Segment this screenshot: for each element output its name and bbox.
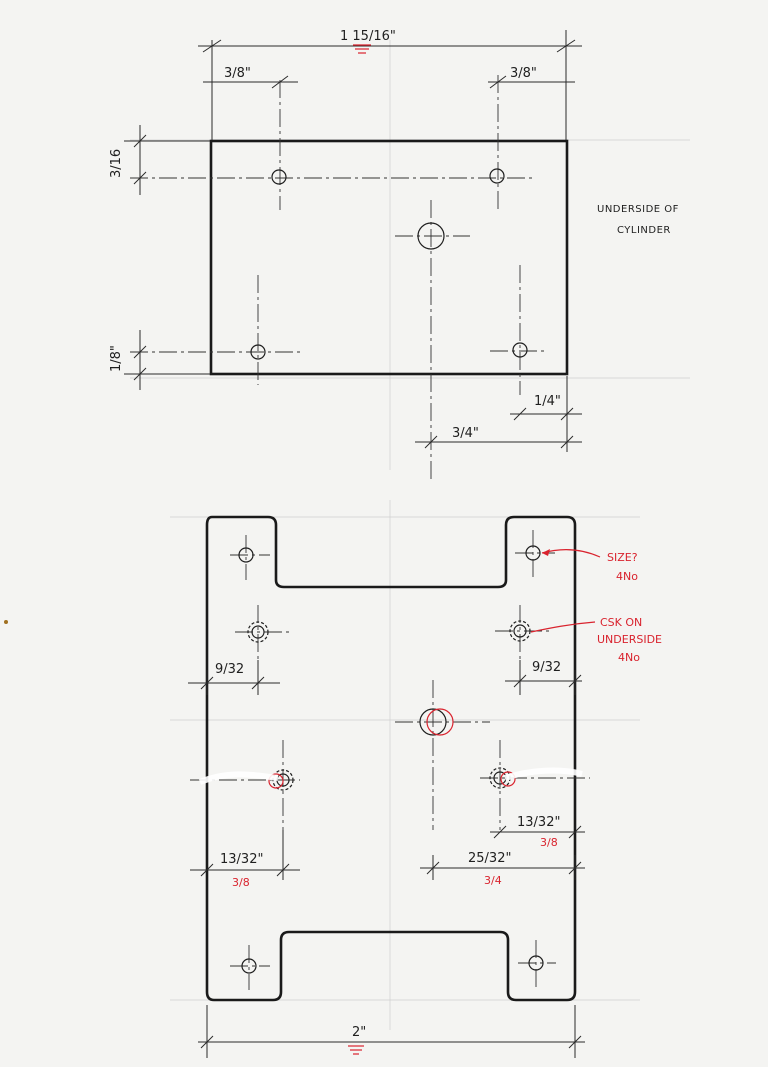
csk-ring-top-right — [509, 620, 531, 642]
note-csk-line2: UNDERSIDE — [597, 633, 662, 646]
note-size-line1: SIZE? — [607, 551, 638, 564]
dim-right-lower-large: 25/32" — [468, 851, 511, 866]
paper-mark — [4, 620, 8, 624]
dim-left-lower: 13/32" — [220, 852, 263, 867]
dim-overall-width-bottom: 2" — [352, 1025, 366, 1040]
csk-ring-top-left — [247, 621, 269, 643]
hole-corner-top-right — [525, 545, 541, 561]
dim-right-lower-small: 13/32" — [517, 815, 560, 830]
dim-left-bottom: 1/8" — [109, 345, 124, 372]
note-underside-line2: CYLINDER — [617, 225, 671, 236]
center-hole — [419, 708, 447, 736]
dim-left-offset: 3/8" — [224, 66, 251, 81]
mounting-hole-bottom-left — [250, 344, 266, 360]
dim-right-bottom-large: 3/4" — [452, 426, 479, 441]
construction-lines — [130, 40, 690, 1030]
dim-right-bottom-small: 1/4" — [534, 394, 561, 409]
top-view: 1 15/16" 3/8" 3/8" 3/16 1/8" 1/4" — [109, 29, 679, 480]
cylinder-outline — [209, 139, 569, 376]
leader-size-arrow — [542, 549, 550, 556]
dim-right-lower-large-red: 3/4 — [484, 874, 502, 887]
center-hole-red-correction — [426, 708, 454, 736]
note-underside-line1: UNDERSIDE OF — [597, 204, 679, 215]
center-port-hole — [417, 222, 445, 250]
dim-right-inset: 9/32 — [532, 660, 561, 675]
dim-overall-width-top: 1 15/16" — [340, 29, 396, 44]
note-csk-line3: 4No — [618, 651, 640, 664]
hole-corner-top-left — [238, 547, 254, 563]
dim-right-offset: 3/8" — [510, 66, 537, 81]
dim-left-top: 3/16 — [109, 149, 124, 178]
mounting-hole-top-right — [489, 168, 505, 184]
hole-corner-bottom-right — [528, 955, 544, 971]
csk-hole-top-left — [251, 625, 265, 639]
hole-corner-bottom-left — [241, 958, 257, 974]
mounting-hole-top-left — [271, 169, 287, 185]
plate-outline — [205, 515, 577, 1002]
note-csk-line1: CSK ON — [600, 616, 642, 629]
dim-right-lower-small-red: 3/8 — [540, 836, 558, 849]
dim-left-inset: 9/32 — [215, 662, 244, 677]
mounting-hole-bottom-right — [512, 342, 528, 358]
leader-csk — [530, 621, 596, 633]
mid-right-red-correction — [500, 771, 516, 787]
dim-left-lower-red: 3/8 — [232, 876, 250, 889]
csk-hole-top-right — [513, 624, 527, 638]
correction-mark-right — [504, 767, 583, 781]
mid-left-red-correction — [268, 773, 284, 789]
correction-mark-left — [198, 771, 279, 785]
bottom-view: 9/32 9/32 13/32" 3/8 13/32" 3/8 25/32" 3… — [188, 515, 662, 1058]
note-size-line2: 4No — [616, 570, 638, 583]
